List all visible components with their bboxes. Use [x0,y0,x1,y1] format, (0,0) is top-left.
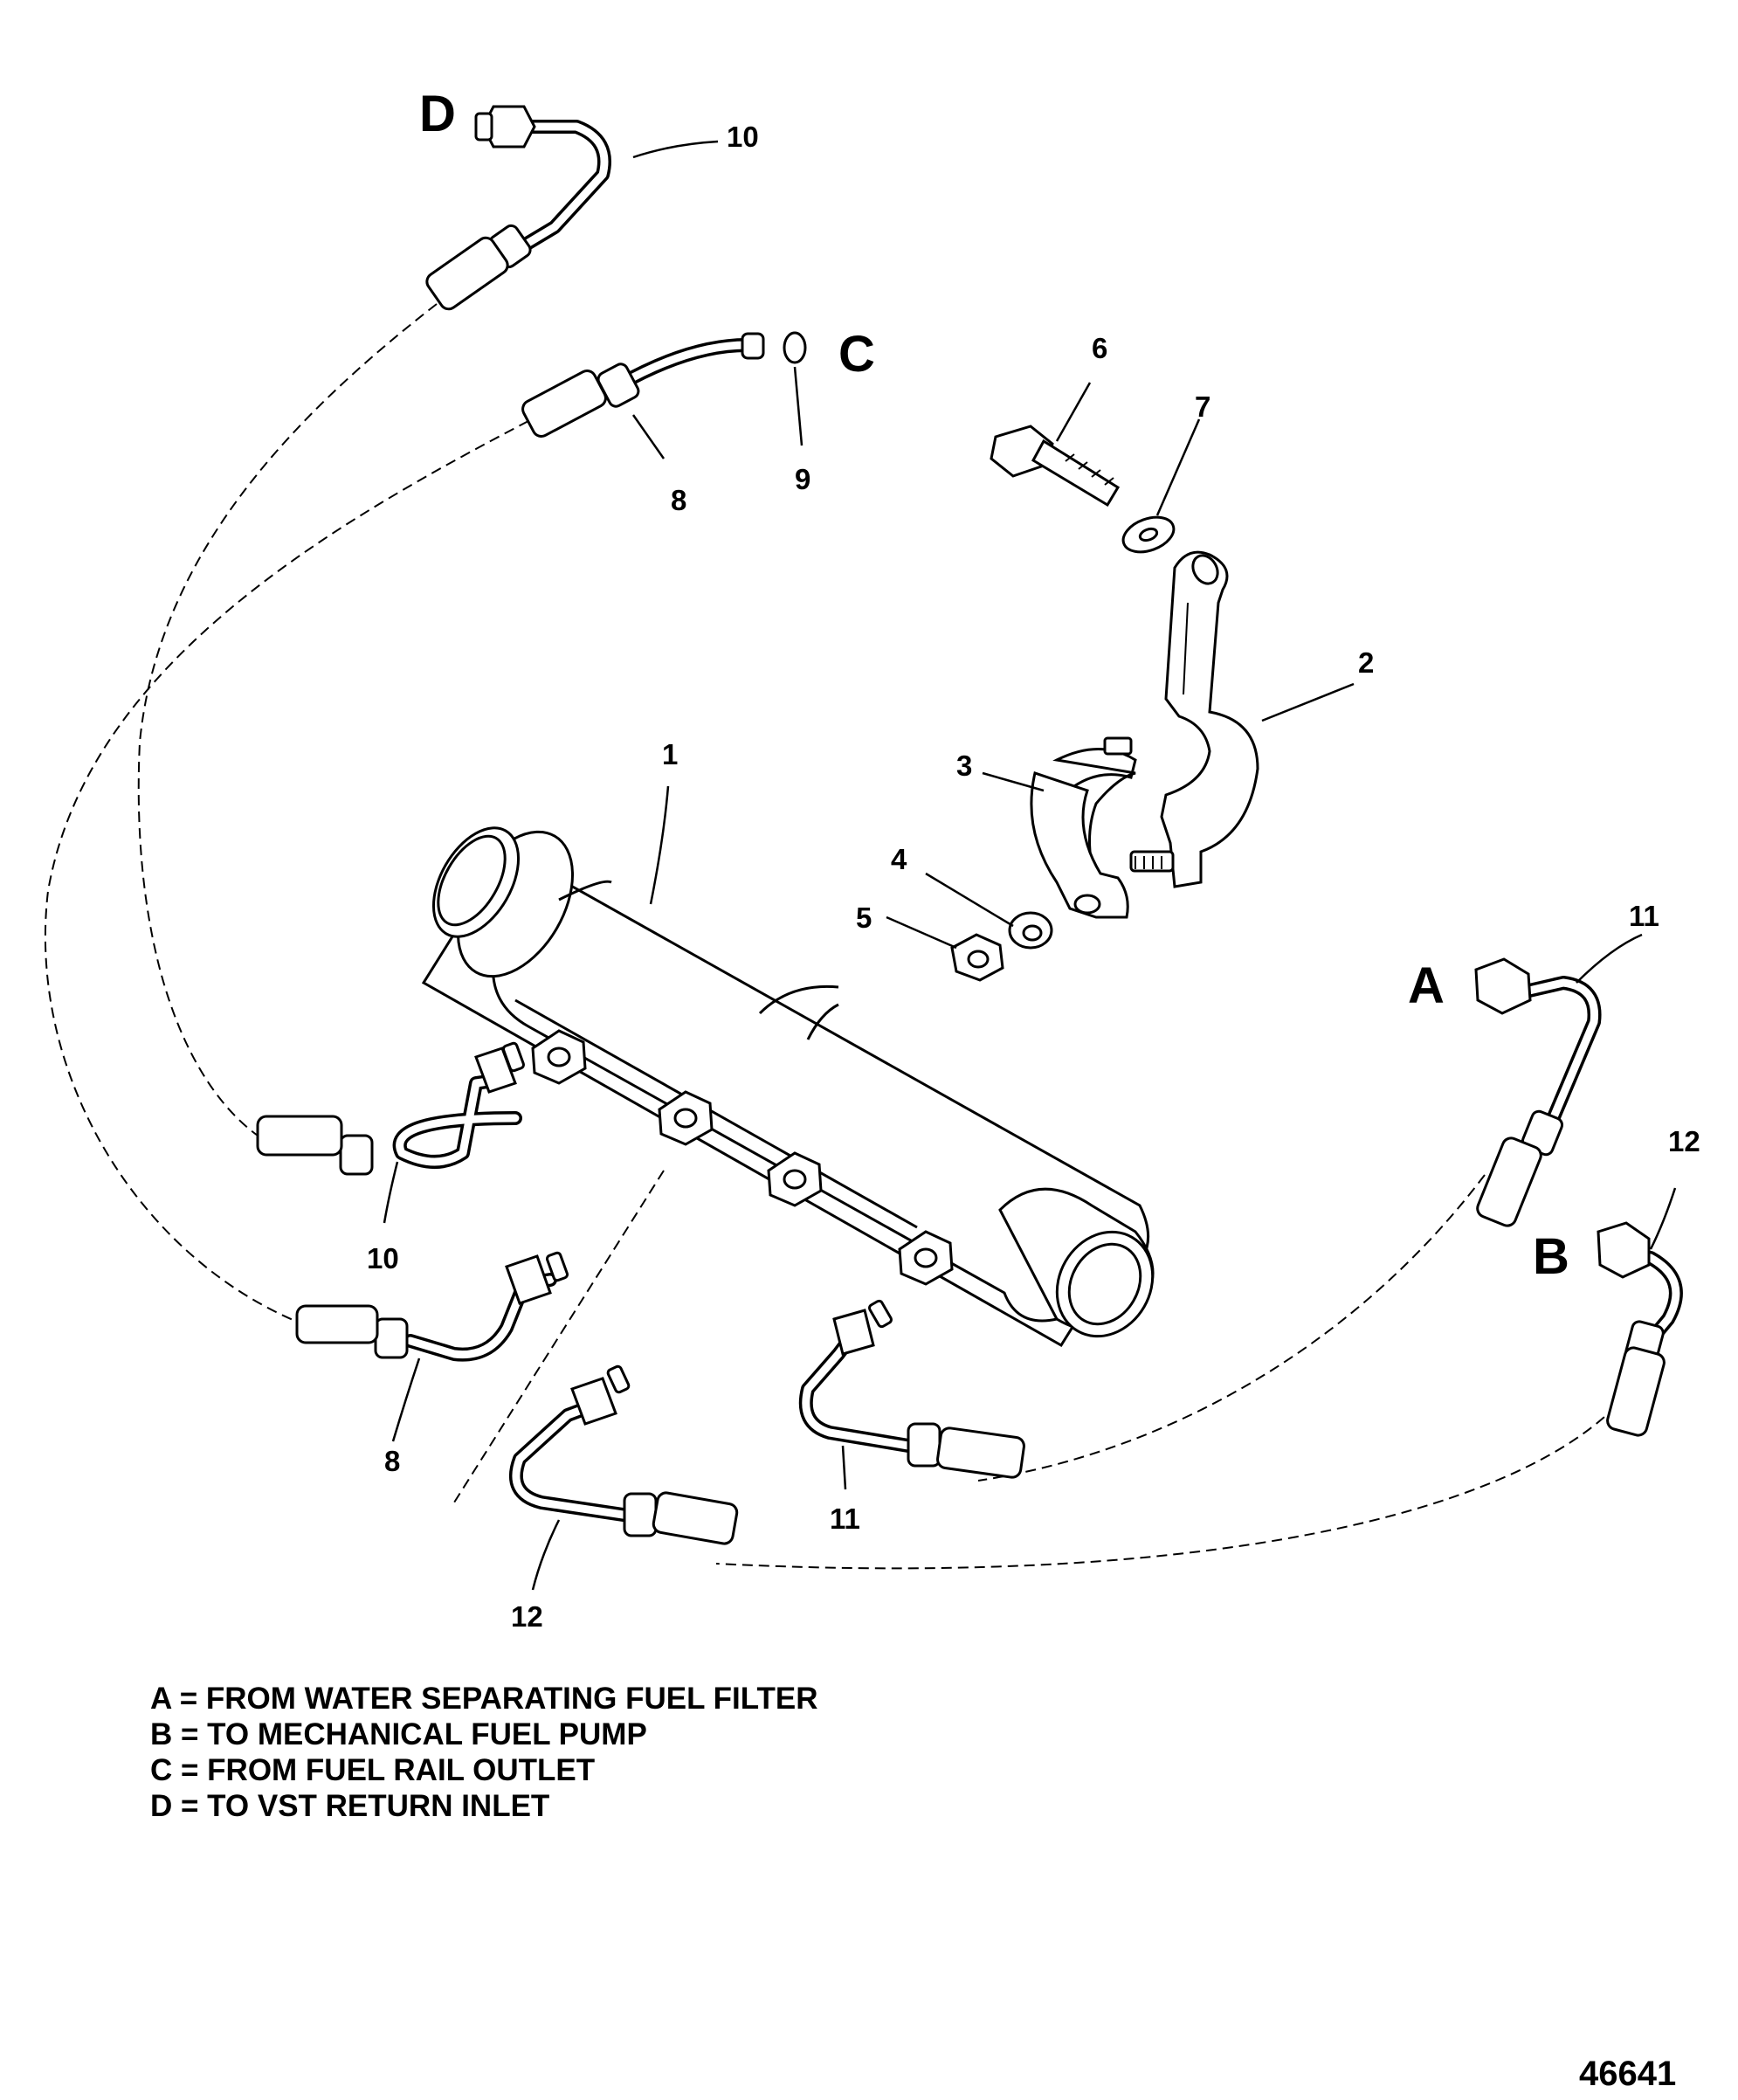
callout-3: 3 [956,750,972,782]
hose-12-right [1597,1221,1683,1437]
hose-10-bottom [256,1041,526,1176]
hose-routing-lines [44,303,1638,1570]
callout-11-right: 11 [1629,900,1659,932]
connection-legend: A = FROM WATER SEPARATING FUEL FILTER B … [150,1681,817,1824]
hose-11-right [1474,957,1602,1227]
o-ring-9 [783,331,807,364]
callout-8-top: 8 [671,484,686,516]
callout-6: 6 [1092,332,1107,364]
callout-12-bottom: 12 [511,1600,543,1633]
callout-leaders [383,140,1677,1591]
lock-washer-4 [1008,911,1053,950]
legend-item-c: C = FROM FUEL RAIL OUTLET [150,1753,596,1787]
bolt-6 [990,425,1121,508]
callout-1: 1 [662,738,678,770]
legend-item-d: D = TO VST RETURN INLET [150,1789,550,1823]
callout-12-right: 12 [1668,1125,1700,1157]
callout-5: 5 [856,901,872,934]
hose-8-top [521,332,765,438]
letter-a: A [1408,957,1445,1014]
hose-11-bottom [798,1299,1025,1479]
callout-4: 4 [891,843,907,875]
clamp-3 [1030,736,1137,919]
callout-7: 7 [1195,390,1210,423]
nut-5 [950,933,1004,982]
hose-12-bottom [509,1364,739,1545]
legend-item-a: A = FROM WATER SEPARATING FUEL FILTER [150,1682,818,1716]
legend-item-b: B = TO MECHANICAL FUEL PUMP [150,1717,647,1751]
connection-letters: D C A B [419,86,1569,1285]
hose-8-bottom [295,1251,569,1362]
letter-d: D [419,86,456,142]
callout-10-bottom: 10 [367,1242,399,1275]
callout-11-bottom: 11 [830,1502,860,1535]
letter-c: C [838,326,875,383]
hose-10-top [425,105,611,311]
drawing-number: 46641 [1579,2055,1677,2093]
callout-2: 2 [1358,646,1374,679]
callout-9: 9 [795,463,810,495]
callout-8-bottom: 8 [384,1445,400,1477]
letter-b: B [1533,1228,1569,1285]
callout-10-top: 10 [727,121,759,153]
cooler-fitting-nuts [531,1029,954,1286]
mounting-bracket-2 [1129,550,1259,888]
washer-7 [1121,515,1176,554]
callout-numbers: 10 8 9 6 7 2 3 1 4 5 11 12 10 8 11 12 [367,121,1700,1633]
fuel-cooler-1 [421,826,1155,1348]
